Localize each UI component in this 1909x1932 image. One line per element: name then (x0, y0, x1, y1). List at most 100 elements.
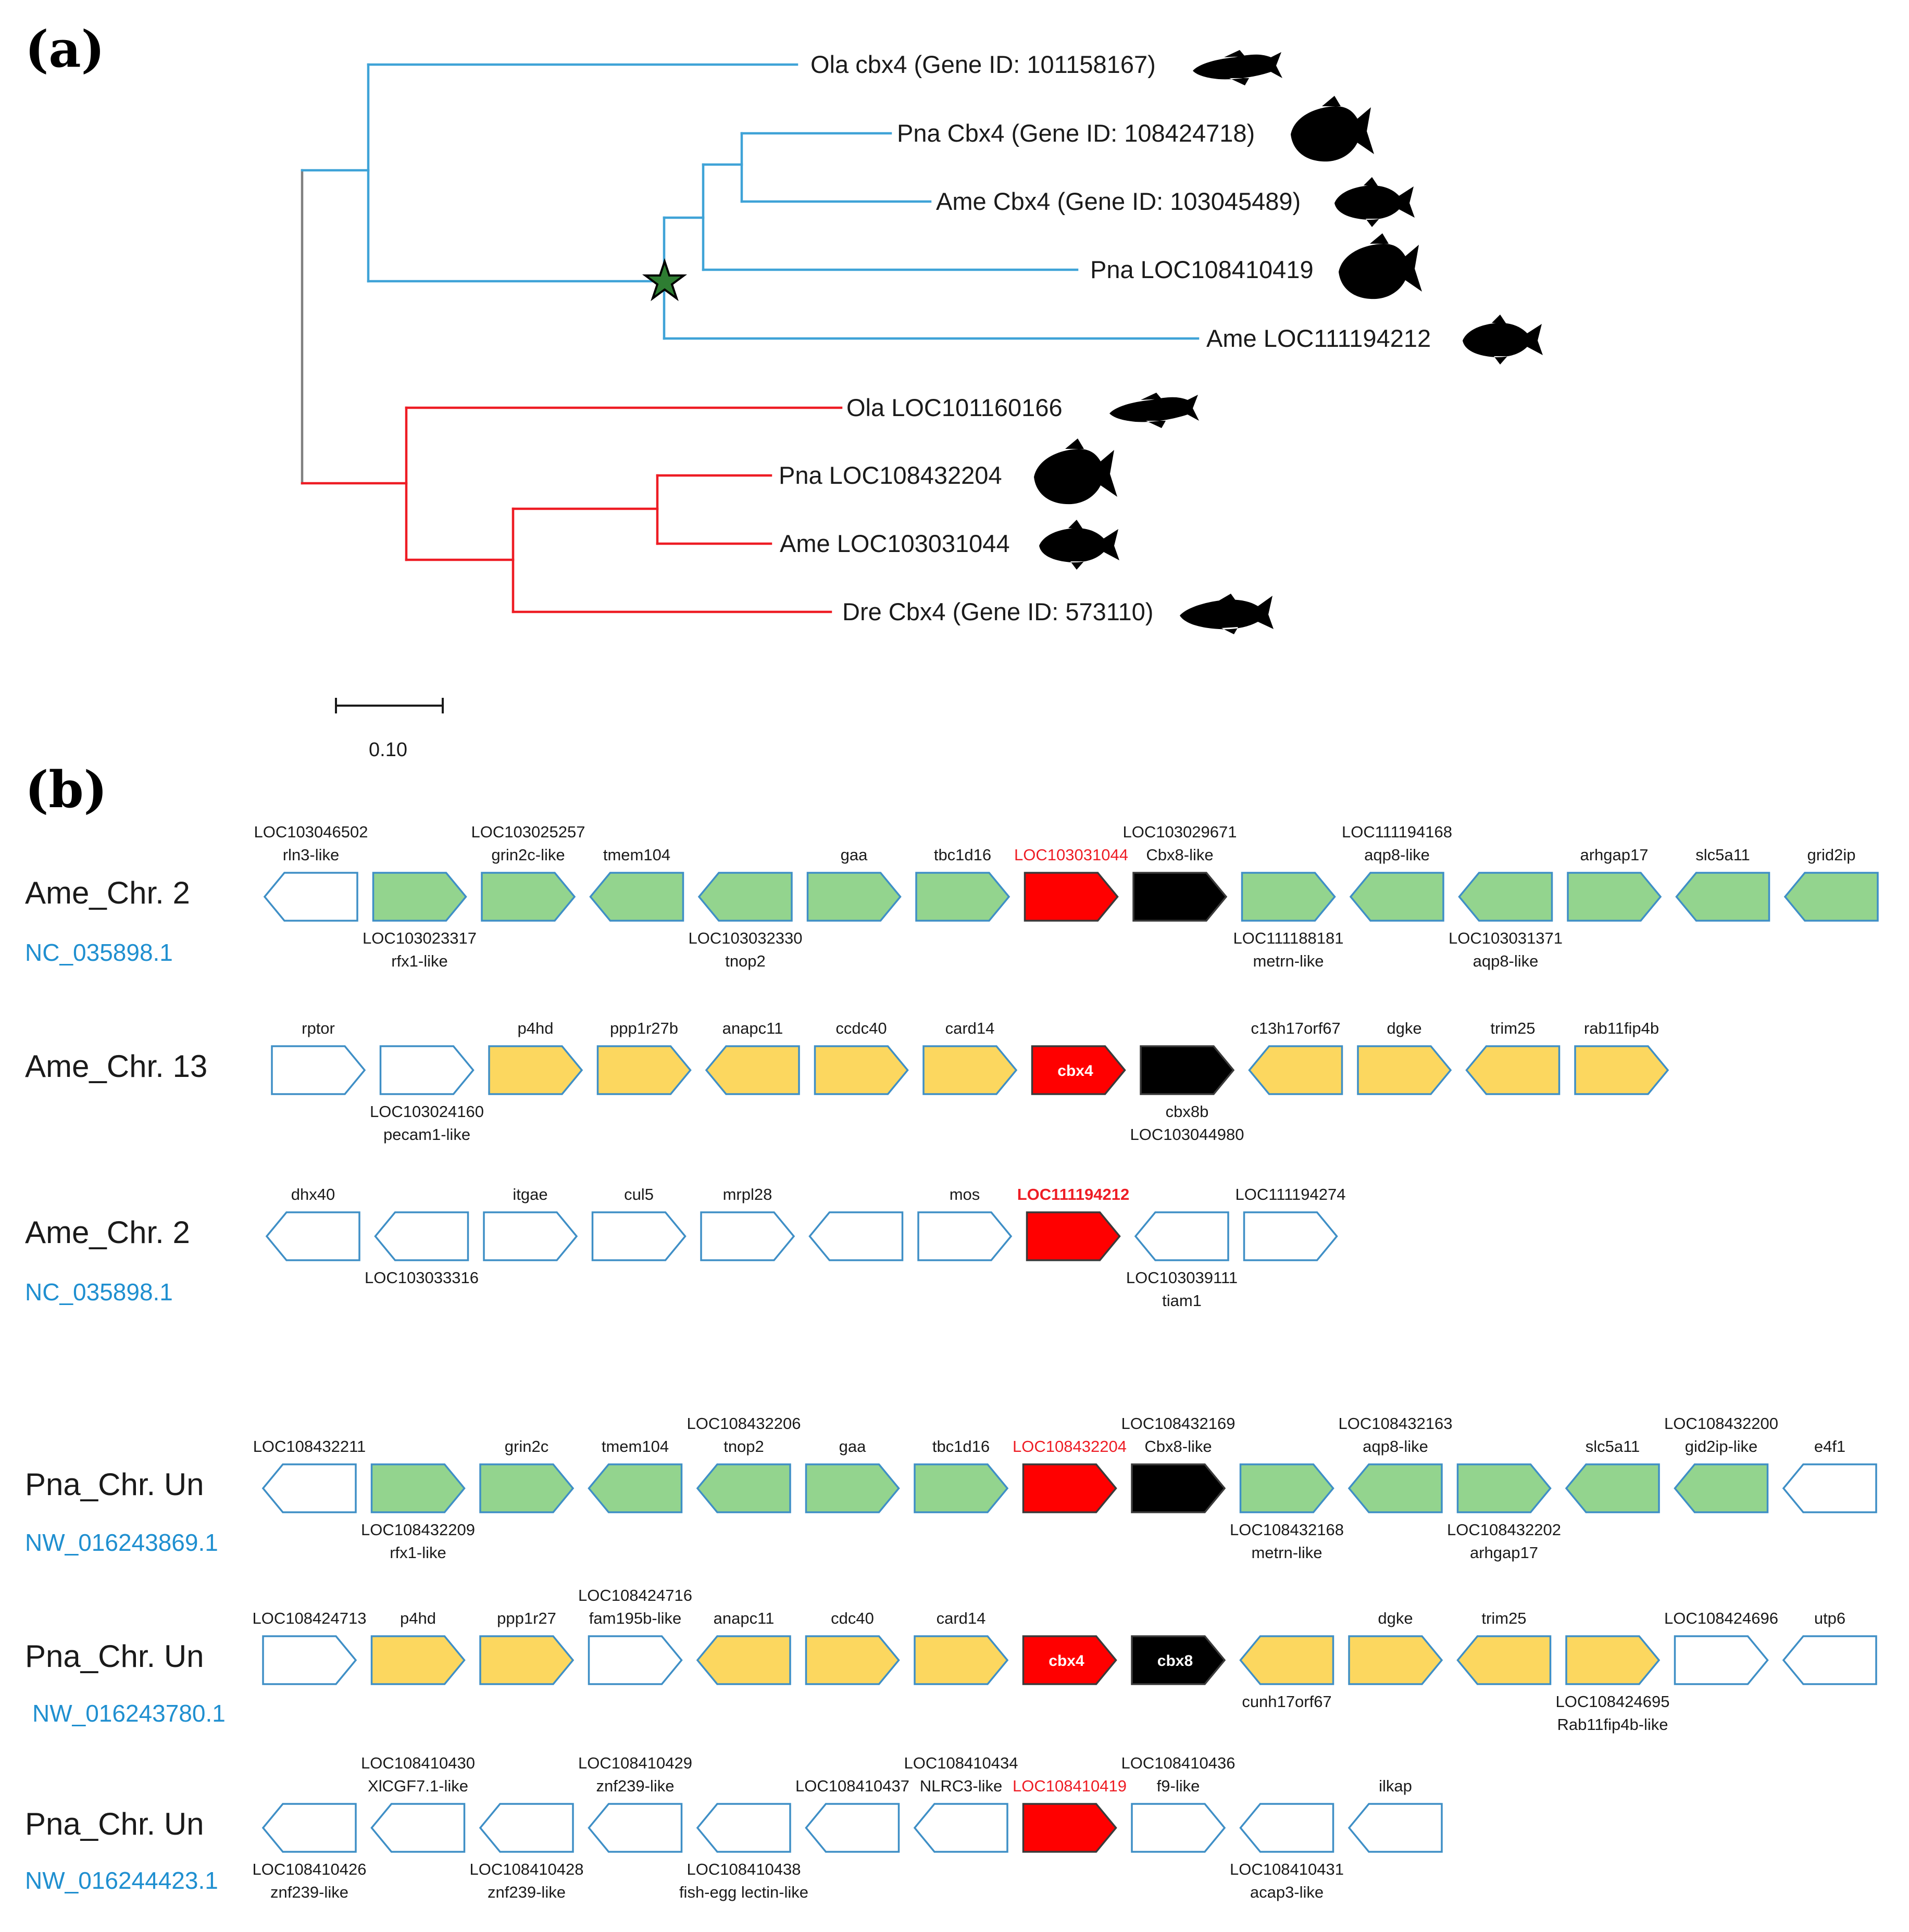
gene-label-above: itgae (513, 1185, 547, 1203)
gene-arrow-white (696, 1803, 791, 1853)
gene-label-above: slc5a11 (1586, 1437, 1640, 1456)
accession-label: NC_035898.1 (25, 1278, 173, 1306)
gene-label-above: aqp8-like (1364, 846, 1430, 864)
gene-arrow-white (483, 1211, 578, 1261)
gene-label-above: LOC108432200 (1664, 1414, 1778, 1433)
gene-label-below: acap3-like (1250, 1883, 1324, 1901)
medaka-silhouette-icon (1109, 393, 1199, 428)
gene-arrow-green (481, 872, 576, 922)
gene-label-below: metrn-like (1253, 952, 1324, 970)
gene-arrow-white (479, 1803, 574, 1853)
gene-label-above: mrpl28 (723, 1185, 772, 1203)
gene-arrow-yellow (922, 1045, 1018, 1095)
gene-arrow-white (1134, 1211, 1229, 1261)
chromosome-label: Pna_Chr. Un (25, 1639, 204, 1674)
gene-label-above: LOC103025257 (471, 823, 585, 841)
gene-arrow-white (1674, 1635, 1769, 1685)
gene-label-above: e4f1 (1814, 1437, 1845, 1456)
gene-arrow-red (1031, 1045, 1126, 1095)
gene-arrow-red (1022, 1635, 1117, 1685)
gene-label-above: f9-like (1157, 1777, 1200, 1795)
gene-arrow-yellow (696, 1635, 791, 1685)
gene-label-above: tmem104 (603, 846, 670, 864)
gene-label-above: card14 (937, 1609, 986, 1627)
gene-arrow-yellow (488, 1045, 583, 1095)
phylogenetic-tree (301, 63, 1200, 613)
gene-arrow-green (589, 872, 684, 922)
gene-label-below: LOC108410428 (470, 1860, 584, 1878)
gene-label-above: XlCGF7.1-like (368, 1777, 468, 1795)
medaka-silhouette-icon (1193, 50, 1282, 85)
gene-arrow-green (914, 1463, 1009, 1513)
gene-label-below: LOC108410426 (253, 1860, 367, 1878)
gene-label-below: metrn-like (1251, 1544, 1322, 1562)
gene-label-above: fam195b-like (589, 1609, 681, 1627)
gene-label-below: LOC111188181 (1233, 929, 1343, 947)
gene-arrow-white (917, 1211, 1013, 1261)
accession-label: NW_016244423.1 (25, 1867, 218, 1894)
gene-arrow-black (1132, 872, 1228, 922)
gene-arrow-green (1565, 1463, 1660, 1513)
gene-label-above: utp6 (1814, 1609, 1845, 1627)
gene-arrow-red (1026, 1211, 1121, 1261)
leaf-label-pna-loc108432204: Pna LOC108432204 (779, 461, 1002, 489)
gene-arrow-white (1131, 1803, 1226, 1853)
gene-label-above: dgke (1387, 1019, 1421, 1037)
tetra-silhouette-icon (1463, 315, 1543, 365)
gene-arrow-green (1456, 1463, 1552, 1513)
gene-label-above: gaa (839, 1437, 866, 1456)
gene-arrow-green (1783, 872, 1879, 922)
gene-arrow-green (1241, 872, 1336, 922)
gene-label-above: rln3-like (283, 846, 340, 864)
gene-label-below: pecam1-like (383, 1125, 470, 1144)
gene-label-above: mos (950, 1185, 980, 1203)
gene-label-below: tnop2 (725, 952, 766, 970)
gene-arrow-green (696, 1463, 791, 1513)
gene-label-above: tnop2 (723, 1437, 764, 1456)
gene-arrow-yellow (596, 1045, 692, 1095)
gene-arrow-black (1131, 1635, 1226, 1685)
panel-b-label: (b) (25, 760, 107, 819)
leaf-label-pna-loc108410419: Pna LOC108410419 (1090, 256, 1314, 283)
gene-label-above: gid2ip-like (1685, 1437, 1758, 1456)
gene-label-above: LOC103029671 (1123, 823, 1237, 841)
gene-label-above: dgke (1378, 1609, 1413, 1627)
gene-label-above: aqp8-like (1363, 1437, 1428, 1456)
gene-label-above: Cbx8-like (1146, 846, 1213, 864)
gene-label-below: fish-egg lectin-like (679, 1883, 808, 1901)
gene-label-below: LOC108424695 (1556, 1692, 1670, 1711)
gene-arrow-white (913, 1803, 1008, 1853)
gene-label-above: ilkap (1379, 1777, 1412, 1795)
gene-arrow-red (1022, 1803, 1117, 1853)
gene-label-above: anapc11 (722, 1019, 783, 1037)
gene-arrow-white (591, 1211, 687, 1261)
gene-arrow-green (1458, 872, 1553, 922)
gene-label-above: LOC111194212 (1017, 1185, 1129, 1203)
gene-label-below: LOC103023317 (363, 929, 477, 947)
synteny-row: Ame_Chr. 2NC_035898.1LOC103046502rln3-li… (25, 823, 1879, 970)
gene-arrow-yellow (705, 1045, 800, 1095)
panel-a-label: (a) (25, 20, 105, 79)
gene-label-below: LOC108432209 (361, 1521, 475, 1539)
gene-label-above: LOC108424696 (1664, 1609, 1778, 1627)
gene-arrow-green (372, 872, 467, 922)
gene-arrow-white (261, 1463, 357, 1513)
gene-label-below: znf239-like (488, 1883, 566, 1901)
gene-arrow-white (379, 1045, 475, 1095)
gene-label-below: znf239-like (270, 1883, 348, 1901)
gene-arrow-green (697, 872, 793, 922)
gene-label-above: LOC108410430 (361, 1754, 475, 1772)
gene-label-above: LOC108410429 (578, 1754, 692, 1772)
gene-arrow-yellow (814, 1045, 909, 1095)
gene-arrow-green (1675, 872, 1770, 922)
gene-label-above: tbc1d16 (932, 1437, 990, 1456)
gene-label-above: cdc40 (831, 1609, 874, 1627)
gene-arrow-green (588, 1463, 683, 1513)
gene-label-below: rfx1-like (390, 1544, 446, 1562)
gene-label-above: LOC108432169 (1121, 1414, 1236, 1433)
gene-label-below: aqp8-like (1473, 952, 1539, 970)
gene-arrow-green (1349, 872, 1444, 922)
tetra-silhouette-icon (1334, 177, 1415, 227)
